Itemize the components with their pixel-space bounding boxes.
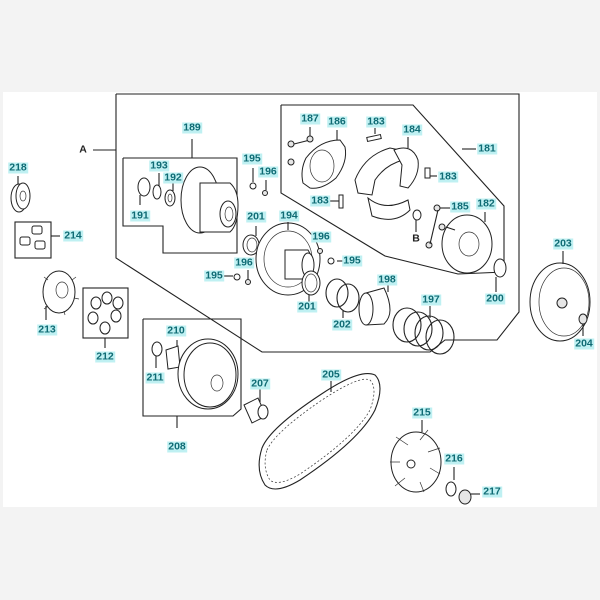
callout-193[interactable]: 193 [149,159,169,172]
group-frame-208 [142,318,242,417]
callout-195-mid[interactable]: 195 [342,254,362,267]
callout-204[interactable]: 204 [574,337,594,350]
starter-gear-part [10,176,31,213]
clutch-plate-part [441,214,493,274]
callout-b[interactable]: B [412,232,420,245]
shoe-plate-part [301,139,347,189]
callout-205[interactable]: 205 [321,368,341,381]
callout-208[interactable]: 208 [167,440,187,453]
callout-183-right[interactable]: 183 [438,170,458,183]
callout-201-right[interactable]: 201 [297,300,317,313]
callout-207[interactable]: 207 [250,377,270,390]
callout-a[interactable]: A [79,143,87,156]
callout-196-mid[interactable]: 196 [311,230,331,243]
callout-186[interactable]: 186 [327,115,347,128]
movable-drive-face-part [177,338,239,410]
callout-185[interactable]: 185 [450,200,470,213]
callout-211[interactable]: 211 [145,371,165,384]
slider-pieces-frame [14,221,52,259]
callout-183-top[interactable]: 183 [366,115,386,128]
callout-196-left[interactable]: 196 [234,256,254,269]
callout-184[interactable]: 184 [402,123,422,136]
callout-183-left[interactable]: 183 [310,194,330,207]
callout-216[interactable]: 216 [444,452,464,465]
callout-182[interactable]: 182 [476,197,496,210]
callout-198[interactable]: 198 [377,273,397,286]
ramp-plate-part [42,270,80,316]
callout-203[interactable]: 203 [553,237,573,250]
clutch-outer-drum-part [529,262,591,342]
group-frame-189 [122,157,238,254]
callout-191[interactable]: 191 [130,209,150,222]
callout-194[interactable]: 194 [279,209,299,222]
group-frame-181 [280,104,505,275]
callout-196-top[interactable]: 196 [258,165,278,178]
callout-215[interactable]: 215 [412,406,432,419]
callout-213[interactable]: 213 [37,323,57,336]
torque-spring-part [392,307,455,355]
callout-214[interactable]: 214 [63,229,83,242]
callout-189[interactable]: 189 [182,121,202,134]
group-frame-a [115,93,520,353]
callout-187[interactable]: 187 [300,112,320,125]
fixed-driven-face-part [180,166,239,234]
fixed-drive-face-fan-part [390,429,442,493]
callout-197[interactable]: 197 [421,293,441,306]
callout-201-left[interactable]: 201 [246,210,266,223]
callout-181[interactable]: 181 [477,142,497,155]
spring-seat-collar-part [358,287,391,326]
callout-210[interactable]: 210 [166,324,186,337]
callout-195-left[interactable]: 195 [204,269,224,282]
callout-195-top[interactable]: 195 [242,152,262,165]
clutch-shoes-part [354,147,404,196]
callout-217[interactable]: 217 [482,485,502,498]
drive-belt-part [258,373,381,490]
callout-212[interactable]: 212 [95,350,115,363]
callout-218[interactable]: 218 [8,161,28,174]
callout-202[interactable]: 202 [332,318,352,331]
callout-200[interactable]: 200 [485,292,505,305]
callout-192[interactable]: 192 [163,171,183,184]
